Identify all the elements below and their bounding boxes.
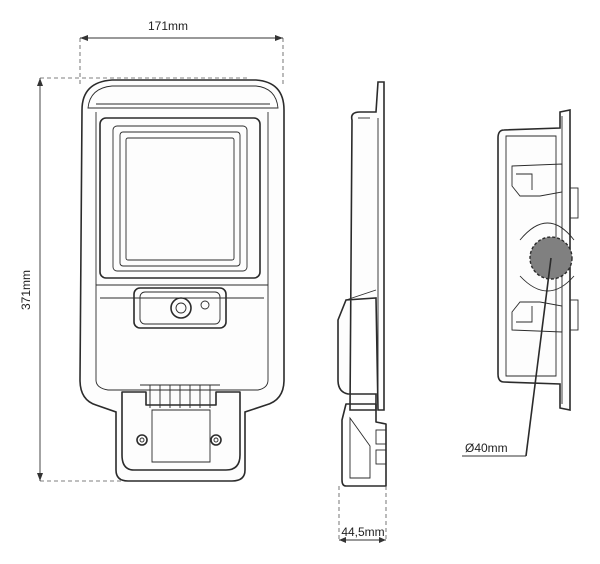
bracket-detail-view: Ø40mm — [462, 109, 579, 457]
side-view: 44,5mm — [337, 81, 387, 543]
front-view: 171mm 371mm — [19, 19, 285, 482]
depth-label: 44,5mm — [341, 525, 384, 539]
top-cap — [87, 85, 279, 109]
cooling-fins — [140, 384, 220, 408]
indicator-led — [200, 300, 210, 310]
solar-panel-frame — [99, 117, 261, 279]
height-dimension: 371mm — [19, 77, 250, 482]
bolt-right-icon — [210, 434, 222, 446]
side-panel — [337, 81, 385, 411]
depth-dimension: 44,5mm — [338, 486, 387, 543]
diameter-label: Ø40mm — [465, 441, 508, 455]
sensor-lens — [170, 297, 192, 319]
width-label: 171mm — [148, 19, 188, 33]
bolt-left-icon — [136, 434, 148, 446]
width-dimension: 171mm — [79, 19, 284, 85]
height-label: 371mm — [19, 270, 33, 310]
housing-outline — [79, 79, 285, 482]
mounting-bracket — [121, 391, 241, 471]
sensor-module — [133, 287, 227, 329]
side-bracket — [341, 403, 387, 487]
